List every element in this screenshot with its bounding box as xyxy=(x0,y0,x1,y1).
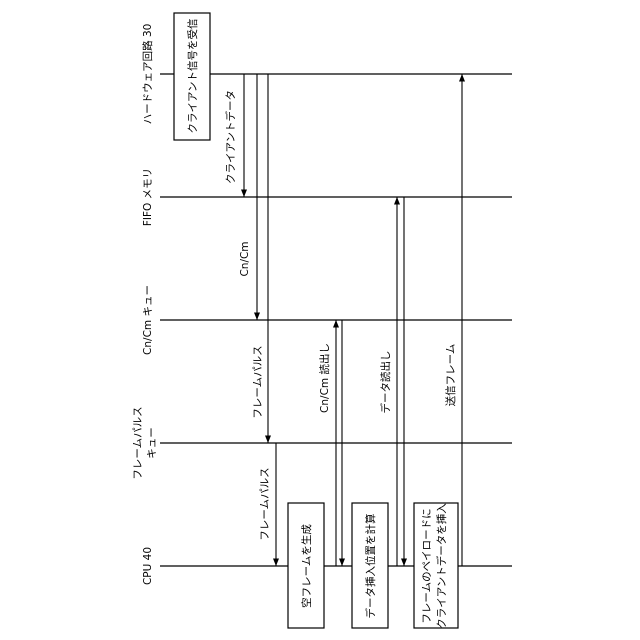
message-label-data-read: データ読出し xyxy=(379,351,392,414)
box-empty-frame-generate-label: 空フレームを生成 xyxy=(300,524,313,608)
message-label-frame-pulse-2: フレームパルス xyxy=(259,467,271,540)
lane-label-fifo: FIFO メモリ xyxy=(142,168,154,226)
message-label-frame-pulse-1: フレームパルス xyxy=(252,345,264,418)
lane-label-hardware: ハードウェア回路 30 xyxy=(141,24,154,125)
box-data-insert-position-calc: データ挿入位置を計算 xyxy=(352,503,388,628)
box-client-signal-receive: クライアント信号を受信 xyxy=(174,13,210,140)
lane-label-cpu: CPU 40 xyxy=(142,547,154,585)
lane-label-cn-cm-queue: Cn/Cm キュー xyxy=(142,285,154,355)
message-label-send-frame: 送信フレーム xyxy=(444,344,457,407)
lane-label-frame-pulse-queue-line2: キュー xyxy=(146,427,158,459)
box-insert-client-data: フレームのペイロードに クライアントデータを挿入 xyxy=(414,503,458,629)
message-label-cn-cm: Cn/Cm xyxy=(239,241,251,276)
box-empty-frame-generate: 空フレームを生成 xyxy=(288,503,324,628)
box-insert-client-data-label-line1: フレームのペイロードに xyxy=(421,508,433,623)
box-client-signal-receive-label: クライアント信号を受信 xyxy=(187,18,199,133)
message-label-client-data: クライアントデータ xyxy=(224,90,237,184)
box-insert-client-data-label-line2: クライアントデータを挿入 xyxy=(435,503,448,629)
box-data-insert-position-calc-label: データ挿入位置を計算 xyxy=(364,514,377,619)
lane-label-frame-pulse-queue-line1: フレームパルス xyxy=(132,406,144,479)
message-label-cn-cm-read: Cn/Cm 読出し xyxy=(318,343,331,413)
